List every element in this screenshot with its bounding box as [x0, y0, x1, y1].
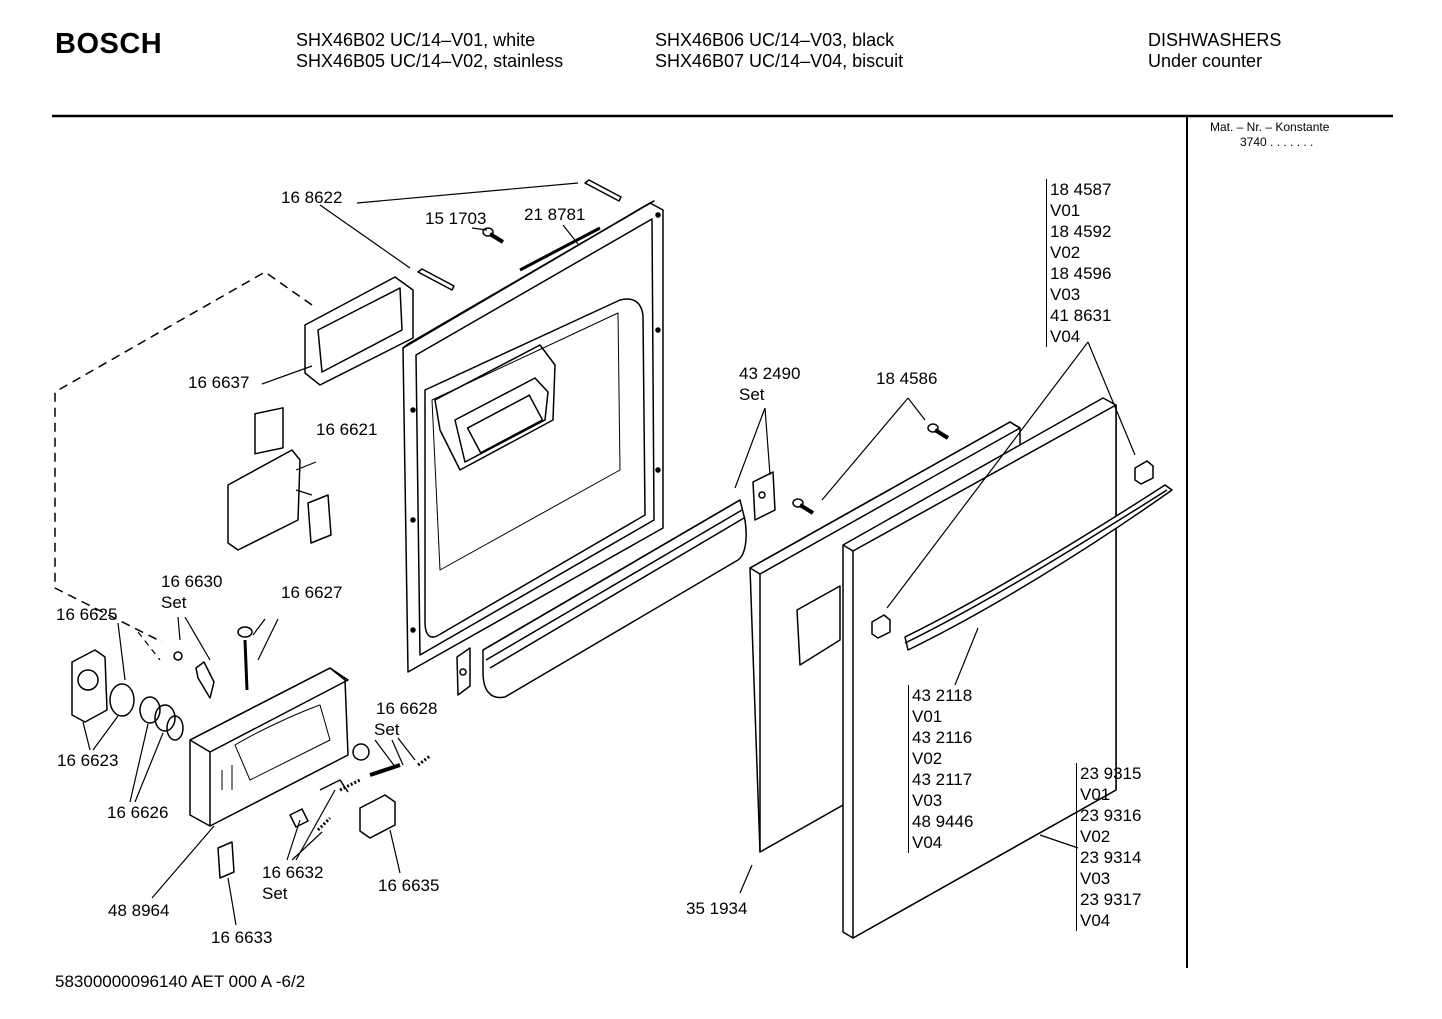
- variant-line: V03: [1080, 869, 1111, 888]
- variant-line: 23 9317: [1080, 890, 1142, 909]
- clip-166633: [217, 841, 235, 879]
- part-label: Set: [739, 385, 765, 404]
- variant-line: V04: [912, 833, 943, 852]
- variant-line: 23 9315: [1080, 764, 1142, 783]
- model-line: SHX46B07 UC/14–V04, biscuit: [655, 51, 904, 71]
- bottom-seal-strip: [482, 499, 747, 699]
- part-label: 16 6632: [262, 863, 324, 882]
- assembly-guide-line: [54, 271, 313, 643]
- variant-line: V02: [1050, 243, 1081, 262]
- variant-line: 43 2116: [912, 728, 973, 747]
- part-label: 16 6628: [376, 699, 438, 718]
- cover-166625: [71, 649, 108, 723]
- part-label: 16 6635: [378, 876, 440, 895]
- part-label: 43 2490: [739, 364, 801, 383]
- variant-line: 23 9314: [1080, 848, 1142, 867]
- mat-number-label: Mat. – Nr. – Konstante: [1210, 120, 1330, 134]
- part-label: 16 6630: [161, 572, 223, 591]
- document-id: 58300000096140 AET 000 A -6/2: [55, 972, 306, 991]
- ring-166623: [109, 683, 135, 717]
- variant-line: V03: [912, 791, 943, 810]
- category-subtitle: Under counter: [1148, 51, 1263, 71]
- screw-151703: [482, 227, 505, 244]
- part-label: 16 6627: [281, 583, 343, 602]
- dispenser-gasket: [304, 276, 414, 386]
- spring-166632: [289, 778, 361, 832]
- variant-line: V03: [1050, 285, 1081, 304]
- screw-168622: [417, 179, 622, 291]
- door-handle: [904, 484, 1173, 651]
- variant-line: V01: [912, 707, 943, 726]
- variant-line: 43 2117: [912, 770, 973, 789]
- model-list-right: SHX46B06 UC/14–V03, black SHX46B07 UC/14…: [655, 30, 903, 72]
- variant-line: V02: [912, 749, 943, 768]
- category-title: DISHWASHERS: [1148, 30, 1282, 50]
- mat-number-value: 3740 . . . . . . .: [1240, 135, 1314, 149]
- part-label: 15 1703: [425, 209, 487, 228]
- front-door-panel: [842, 397, 1117, 939]
- lever-166628: [352, 743, 431, 777]
- hinge-bracket: [456, 471, 776, 696]
- screw-184586: [792, 423, 950, 515]
- part-label: 16 6621: [316, 420, 378, 439]
- model-line: SHX46B02 UC/14–V01, white: [296, 30, 536, 50]
- variant-line: 48 9446: [912, 812, 974, 831]
- inner-door-liner: [402, 200, 664, 673]
- model-list-left: SHX46B02 UC/14–V01, white SHX46B05 UC/14…: [296, 30, 563, 72]
- model-line: SHX46B05 UC/14–V02, stainless: [296, 51, 564, 71]
- variant-line: 43 2118: [912, 686, 973, 705]
- variant-line: V01: [1050, 201, 1081, 220]
- category-block: DISHWASHERS Under counter: [1148, 30, 1281, 72]
- detergent-dispenser-housing: [189, 667, 349, 827]
- handle-variants: 43 2118 V01 43 2116 V02 43 2117 V03 48 9…: [908, 685, 973, 853]
- variant-line: V02: [1080, 827, 1111, 846]
- part-label: 16 6625: [56, 605, 118, 624]
- variant-line: 23 9316: [1080, 806, 1142, 825]
- variant-line: 18 4592: [1050, 222, 1112, 241]
- variant-line: 18 4587: [1050, 180, 1112, 199]
- variant-line: 41 8631: [1050, 306, 1112, 325]
- part-label: 21 8781: [524, 205, 586, 224]
- variant-line: V01: [1080, 785, 1111, 804]
- part-label: 48 8964: [108, 901, 170, 920]
- part-label: 18 4586: [876, 369, 938, 388]
- part-label: 35 1934: [686, 899, 748, 918]
- part-label: Set: [374, 720, 400, 739]
- leader-lines: [82, 182, 1136, 926]
- part-label: 16 6637: [188, 373, 250, 392]
- model-line: SHX46B06 UC/14–V03, black: [655, 30, 895, 50]
- part-label: Set: [262, 884, 288, 903]
- handle-end-cap: [871, 460, 1154, 639]
- knob-166626: [139, 696, 184, 741]
- part-label: Set: [161, 593, 187, 612]
- front-panel-variants: 23 9315 V01 23 9316 V02 23 9314 V03 23 9…: [1076, 763, 1141, 931]
- pin-166630: [173, 651, 215, 699]
- brand-logo: BOSCH: [55, 28, 163, 60]
- plunger-166627: [237, 626, 253, 691]
- variant-line: 18 4596: [1050, 264, 1112, 283]
- hinge-cap-variants: 18 4587 V01 18 4592 V02 18 4596 V03 41 8…: [1046, 179, 1111, 347]
- rinse-aid-cover: [227, 407, 332, 551]
- part-label: 16 6626: [107, 803, 169, 822]
- part-label: 16 6623: [57, 751, 119, 770]
- part-label: 16 8622: [281, 188, 343, 207]
- variant-line: V04: [1050, 327, 1081, 346]
- part-label: 16 6633: [211, 928, 273, 947]
- solenoid-166635: [359, 794, 396, 839]
- variant-line: V04: [1080, 911, 1111, 930]
